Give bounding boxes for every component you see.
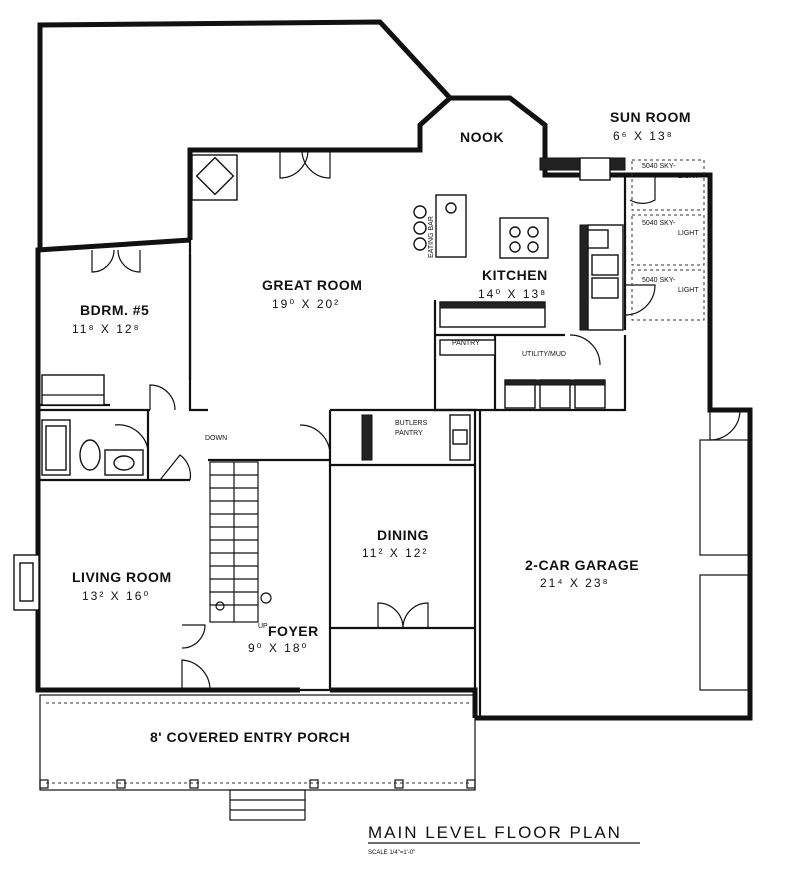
room-labels: NOOK SUN ROOM 6⁶ X 13⁸ GREAT ROOM 19⁰ X … bbox=[72, 109, 691, 745]
annotations: EATING BAR DOWN UP 5040 SKY- LIGHT 5040 … bbox=[205, 163, 699, 630]
living-room-label: LIVING ROOM bbox=[72, 569, 172, 585]
living-room-dim: 13² X 16⁰ bbox=[82, 589, 150, 603]
kitchen-label: KITCHEN bbox=[482, 267, 548, 283]
fixtures bbox=[13, 154, 749, 691]
great-room-label: GREAT ROOM bbox=[262, 277, 362, 293]
pantry-label: PANTRY bbox=[452, 340, 480, 347]
nook-label: NOOK bbox=[460, 129, 504, 145]
doors bbox=[91, 149, 741, 691]
plan-title: MAIN LEVEL FLOOR PLAN bbox=[368, 823, 622, 842]
dining-label: DINING bbox=[377, 527, 429, 543]
butlers-label-2: PANTRY bbox=[395, 430, 423, 437]
up-label: UP bbox=[258, 623, 268, 630]
porch bbox=[39, 694, 476, 821]
foyer-dim: 9⁰ X 18⁰ bbox=[248, 641, 308, 655]
plan-title-block: MAIN LEVEL FLOOR PLAN SCALE 1/4"=1'-0" bbox=[368, 823, 640, 856]
garage-dim: 21⁴ X 23⁸ bbox=[540, 576, 610, 590]
bedroom5-label: BDRM. #5 bbox=[80, 302, 149, 318]
down-label: DOWN bbox=[205, 435, 227, 442]
porch-label: 8' COVERED ENTRY PORCH bbox=[150, 729, 350, 745]
skylight-2-label-b: LIGHT bbox=[678, 230, 699, 237]
foyer-label: FOYER bbox=[268, 623, 319, 639]
great-room-dim: 19⁰ X 20² bbox=[272, 297, 340, 311]
skylight-3-label-a: 5040 SKY- bbox=[642, 277, 676, 284]
utility-label: UTILITY/MUD bbox=[522, 351, 566, 358]
plan-scale: SCALE 1/4"=1'-0" bbox=[368, 850, 415, 856]
skylight-1-label-a: 5040 SKY- bbox=[642, 163, 676, 170]
dining-dim: 11² X 12² bbox=[362, 546, 428, 560]
skylight-1-label-b: LIGHT bbox=[678, 173, 699, 180]
bedroom5-dim: 11⁸ X 12⁸ bbox=[72, 322, 141, 336]
eating-bar-label: EATING BAR bbox=[428, 216, 435, 258]
sun-room-label: SUN ROOM bbox=[610, 109, 691, 125]
exterior-walls bbox=[35, 19, 753, 721]
skylight-2-label-a: 5040 SKY- bbox=[642, 220, 676, 227]
kitchen-dim: 14⁰ X 13⁸ bbox=[478, 287, 547, 301]
garage-label: 2-CAR GARAGE bbox=[525, 557, 639, 573]
skylight-3-label-b: LIGHT bbox=[678, 287, 699, 294]
butlers-label-1: BUTLERS bbox=[395, 420, 428, 427]
sun-room-dim: 6⁶ X 13⁸ bbox=[613, 129, 674, 143]
stairs bbox=[209, 461, 272, 623]
